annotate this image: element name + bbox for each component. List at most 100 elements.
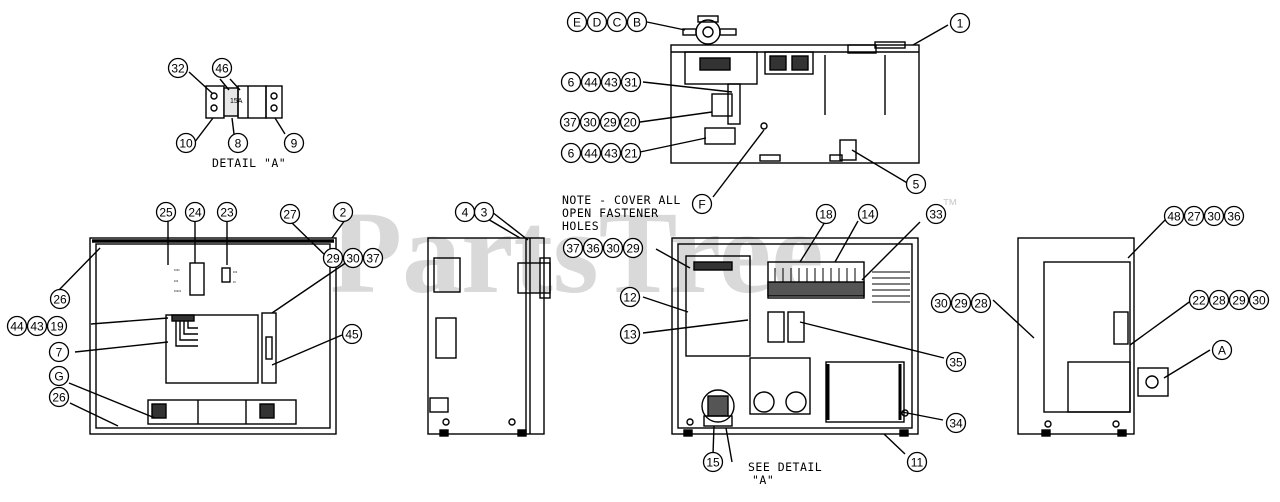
callout-label: 10 — [179, 137, 193, 151]
callout-circle — [619, 111, 641, 133]
callout-circle — [322, 247, 344, 269]
callout-label: 11 — [911, 456, 924, 470]
callout-circle — [6, 315, 28, 337]
callout-c36b: 36 — [1223, 205, 1245, 227]
callout-c33: 33 — [925, 203, 947, 225]
callout-circle — [167, 57, 189, 79]
callout-circle — [342, 247, 364, 269]
callout-label: 21 — [624, 147, 638, 161]
internal-front-view — [642, 220, 945, 463]
callout-c46: 46 — [211, 57, 233, 79]
callout-circle — [1163, 205, 1185, 227]
callout-c30d: 30 — [1203, 205, 1225, 227]
callout-circle — [1203, 205, 1225, 227]
callout-label: D — [593, 16, 602, 30]
callout-c44b: 44 — [580, 142, 602, 164]
callout-circle — [622, 237, 644, 259]
callout-label: 27 — [1187, 210, 1201, 224]
detail-a-device-text: 15A — [230, 98, 243, 105]
callout-label: 46 — [215, 62, 229, 76]
callout-label: 26 — [52, 391, 66, 405]
callout-c13: 13 — [619, 323, 641, 345]
callout-circle — [341, 323, 363, 345]
callout-c29e: 29 — [1228, 289, 1250, 311]
callout-c1: 1 — [949, 12, 971, 34]
callout-label: 15 — [706, 456, 720, 470]
callout-c30c: 30 — [602, 237, 624, 259]
callout-label: E — [573, 16, 581, 30]
callout-label: 1 — [957, 17, 964, 31]
top-internal-view — [639, 15, 949, 198]
callout-label: 29 — [326, 252, 340, 266]
callout-label: 29 — [626, 242, 640, 256]
callout-circle — [1223, 205, 1245, 227]
callout-c15: 15 — [702, 451, 724, 473]
callout-label: 27 — [283, 208, 297, 222]
callout-c37b: 37 — [362, 247, 384, 269]
callout-circle — [600, 142, 622, 164]
callout-c30f: 30 — [1248, 289, 1270, 311]
callout-label: 36 — [1227, 210, 1241, 224]
callout-c19: 19 — [46, 315, 68, 337]
callout-circle — [46, 315, 68, 337]
callout-label: 4 — [462, 206, 469, 220]
callout-circle — [155, 201, 177, 223]
callout-circle — [560, 142, 582, 164]
callout-label: 37 — [566, 242, 580, 256]
callout-c23: 23 — [216, 201, 238, 223]
callout-c32: 32 — [167, 57, 189, 79]
callout-circle — [950, 292, 972, 314]
callout-circle — [945, 351, 967, 373]
callout-c29d: 29 — [950, 292, 972, 314]
side-view — [427, 211, 551, 437]
front-cover-fine-text: •••• ••• ••••• ••• •• — [174, 267, 238, 293]
callout-circle — [362, 247, 384, 269]
callout-label: F — [698, 198, 705, 212]
callout-label: 5 — [913, 178, 920, 192]
callout-circle — [175, 132, 197, 154]
callout-label: 32 — [171, 62, 185, 76]
callout-circle — [620, 142, 642, 164]
svg-text:••: •• — [233, 279, 236, 284]
callout-cB: B — [626, 11, 648, 33]
callout-label: 33 — [929, 208, 943, 222]
callout-c11: 11 — [906, 451, 928, 473]
callout-label: 30 — [1252, 294, 1266, 308]
callout-circle — [48, 386, 70, 408]
callout-circle — [691, 193, 713, 215]
callout-circle — [473, 201, 495, 223]
callout-circle — [580, 71, 602, 93]
callout-circle — [619, 323, 641, 345]
callout-label: 44 — [584, 76, 598, 90]
callout-c43a: 43 — [600, 71, 622, 93]
callout-c22: 22 — [1188, 289, 1210, 311]
callout-c28a: 28 — [970, 292, 992, 314]
callout-label: C — [613, 16, 622, 30]
callout-label: 8 — [235, 137, 242, 151]
callout-c20: 20 — [619, 111, 641, 133]
callout-c37c: 37 — [562, 237, 584, 259]
callout-circle — [582, 237, 604, 259]
callout-circle — [49, 288, 71, 310]
detail-a-label: DETAIL "A" — [212, 156, 286, 170]
callout-c48: 48 — [1163, 205, 1185, 227]
callout-circle — [283, 132, 305, 154]
callout-label: 30 — [583, 116, 597, 130]
callout-label: 37 — [366, 252, 380, 266]
right-side-view — [992, 218, 1211, 437]
callout-circle — [48, 341, 70, 363]
see-detail-line-2: "A" — [752, 473, 774, 487]
callout-c29b: 29 — [322, 247, 344, 269]
callout-label: 28 — [974, 297, 988, 311]
callout-circle — [602, 237, 624, 259]
callout-c24: 24 — [184, 201, 206, 223]
callout-label: 30 — [346, 252, 360, 266]
callout-c27b: 27 — [1183, 205, 1205, 227]
callout-circle — [945, 412, 967, 434]
callout-circle — [1228, 289, 1250, 311]
callout-circle — [1248, 289, 1270, 311]
callout-circle — [925, 203, 947, 225]
callout-circle — [1211, 339, 1233, 361]
